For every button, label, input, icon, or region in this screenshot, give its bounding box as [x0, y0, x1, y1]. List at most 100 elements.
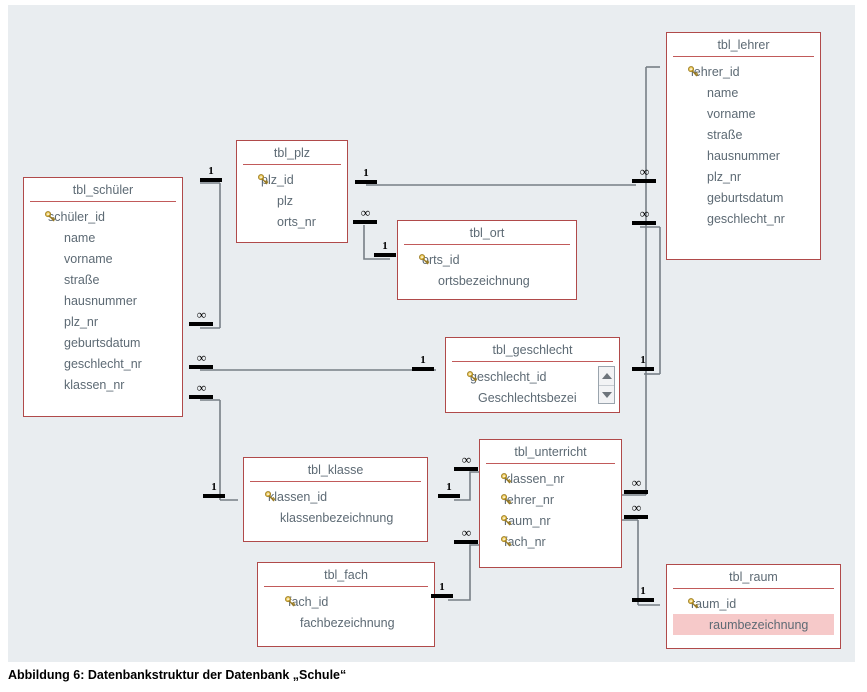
field-orts_nr[interactable]: orts_nr: [237, 211, 347, 232]
field-lehrer_id[interactable]: lehrer_id: [667, 61, 820, 82]
field-geburtsdatum[interactable]: geburtsdatum: [24, 332, 182, 353]
table-tbl_ort[interactable]: tbl_ort orts_id ortsbezeichnung: [397, 220, 577, 300]
field-raumbezeichnung-selected[interactable]: raumbezeichnung: [673, 614, 834, 635]
field-klassen_nr[interactable]: klassen_nr: [480, 468, 621, 489]
relationship-canvas[interactable]: tbl_schüler schüler_id name vorname stra…: [8, 5, 855, 662]
vertical-scrollbar[interactable]: [598, 366, 615, 404]
field-label: name: [64, 230, 96, 245]
field-label: hausnummer: [64, 293, 137, 308]
field-label: klassen_nr: [504, 471, 565, 486]
field-klassen_id[interactable]: klassen_id: [244, 486, 427, 507]
field-label: plz_id: [261, 172, 294, 187]
field-label: orts_nr: [277, 214, 316, 229]
cardinality-bar: [189, 322, 213, 326]
field-label: fach_nr: [504, 534, 546, 549]
table-tbl_schueler[interactable]: tbl_schüler schüler_id name vorname stra…: [23, 177, 183, 417]
field-vorname[interactable]: vorname: [24, 248, 182, 269]
field-hausnummer[interactable]: hausnummer: [667, 145, 820, 166]
table-tbl_klasse[interactable]: tbl_klasse klassen_id klassenbezeichnung: [243, 457, 428, 542]
field-plz_id[interactable]: plz_id: [237, 169, 347, 190]
cardinality-label: ∞: [631, 475, 641, 490]
cardinality-label: 1: [208, 165, 214, 177]
scroll-up-button[interactable]: [599, 367, 614, 386]
field-raum_id[interactable]: raum_id: [667, 593, 840, 614]
table-tbl_lehrer[interactable]: tbl_lehrer lehrer_id name vorname straße…: [666, 32, 821, 260]
primary-key-icon: [285, 595, 296, 606]
cardinality-label: 1: [439, 581, 445, 593]
cardinality-bar: [200, 178, 222, 182]
cardinality-label: ∞: [360, 205, 370, 220]
cardinality-bar: [632, 179, 656, 183]
field-strasse[interactable]: straße: [667, 124, 820, 145]
field-list-tbl_ort: orts_id ortsbezeichnung: [398, 245, 576, 297]
field-label: Geschlechtsbezei: [478, 390, 577, 405]
field-schueler_id[interactable]: schüler_id: [24, 206, 182, 227]
table-tbl_raum[interactable]: tbl_raum raum_id raumbezeichnung: [666, 564, 841, 649]
field-label: vorname: [707, 106, 756, 121]
table-tbl_unterricht[interactable]: tbl_unterricht klassen_nr lehrer_nr raum…: [479, 439, 622, 568]
table-tbl_geschlecht[interactable]: tbl_geschlecht geschlecht_id Geschlechts…: [445, 337, 620, 413]
field-name[interactable]: name: [24, 227, 182, 248]
primary-key-icon: [501, 472, 512, 483]
field-geschlecht_id[interactable]: geschlecht_id: [446, 366, 619, 387]
table-title-tbl_geschlecht: tbl_geschlecht: [452, 338, 613, 362]
field-label: klassenbezeichnung: [280, 510, 394, 525]
cardinality-one-plz-right: 1: [355, 168, 377, 184]
primary-key-icon: [501, 493, 512, 504]
table-title-tbl_fach: tbl_fach: [264, 563, 428, 587]
table-tbl_plz[interactable]: tbl_plz plz_id plz orts_nr: [236, 140, 348, 243]
table-tbl_fach[interactable]: tbl_fach fach_id fachbezeichnung: [257, 562, 435, 647]
field-list-tbl_lehrer: lehrer_id name vorname straße hausnummer…: [667, 57, 820, 235]
field-plz_nr[interactable]: plz_nr: [24, 311, 182, 332]
table-title-tbl_schueler: tbl_schüler: [30, 178, 176, 202]
field-fachbezeichnung[interactable]: fachbezeichnung: [258, 612, 434, 633]
field-label: plz_nr: [707, 169, 742, 184]
field-list-tbl_schueler: schüler_id name vorname straße hausnumme…: [24, 202, 182, 401]
field-plz_nr[interactable]: plz_nr: [667, 166, 820, 187]
field-list-tbl_plz: plz_id plz orts_nr: [237, 165, 347, 238]
field-klassen_nr[interactable]: klassen_nr: [24, 374, 182, 395]
scroll-down-button[interactable]: [599, 386, 614, 404]
cardinality-one-fach: 1: [431, 582, 453, 598]
field-hausnummer[interactable]: hausnummer: [24, 290, 182, 311]
field-fach_nr[interactable]: fach_nr: [480, 531, 621, 552]
cardinality-many-schueler-klassen_nr: ∞: [189, 381, 213, 399]
cardinality-bar: [438, 494, 460, 498]
field-geschlecht_nr[interactable]: geschlecht_nr: [667, 208, 820, 229]
primary-key-icon: [419, 253, 430, 264]
field-label: fach_id: [288, 594, 329, 609]
cardinality-one-raum: 1: [632, 586, 654, 602]
field-label: schüler_id: [48, 209, 105, 224]
field-plz[interactable]: plz: [237, 190, 347, 211]
cardinality-bar: [454, 467, 478, 471]
field-geschlecht_nr[interactable]: geschlecht_nr: [24, 353, 182, 374]
field-geschlechtsbezeichnung[interactable]: Geschlechtsbezei: [446, 387, 619, 408]
figure-caption: Abbildung 6: Datenbankstruktur der Daten…: [8, 668, 347, 682]
field-geburtsdatum[interactable]: geburtsdatum: [667, 187, 820, 208]
cardinality-label: 1: [211, 481, 217, 493]
chevron-down-icon: [601, 392, 612, 398]
table-title-tbl_unterricht: tbl_unterricht: [486, 440, 615, 464]
field-label: geburtsdatum: [64, 335, 141, 350]
cardinality-many-unterricht-raum_nr: ∞: [624, 501, 648, 519]
cardinality-label: ∞: [196, 307, 206, 322]
cardinality-many-unterricht-lehrer_nr: ∞: [624, 476, 648, 494]
cardinality-many-unterricht-fach_nr: ∞: [454, 526, 478, 544]
cardinality-label: 1: [382, 240, 388, 252]
primary-key-icon: [688, 65, 699, 76]
field-klassenbezeichnung[interactable]: klassenbezeichnung: [244, 507, 427, 528]
field-orts_id[interactable]: orts_id: [398, 249, 576, 270]
field-label: klassen_nr: [64, 377, 125, 392]
chevron-up-icon: [601, 373, 612, 379]
cardinality-label: 1: [363, 167, 369, 179]
field-strasse[interactable]: straße: [24, 269, 182, 290]
cardinality-label: ∞: [461, 525, 471, 540]
field-ortsbezeichnung[interactable]: ortsbezeichnung: [398, 270, 576, 291]
field-name[interactable]: name: [667, 82, 820, 103]
field-vorname[interactable]: vorname: [667, 103, 820, 124]
field-raum_nr[interactable]: raum_nr: [480, 510, 621, 531]
cardinality-bar: [355, 180, 377, 184]
field-lehrer_nr[interactable]: lehrer_nr: [480, 489, 621, 510]
field-fach_id[interactable]: fach_id: [258, 591, 434, 612]
cardinality-bar: [189, 365, 213, 369]
